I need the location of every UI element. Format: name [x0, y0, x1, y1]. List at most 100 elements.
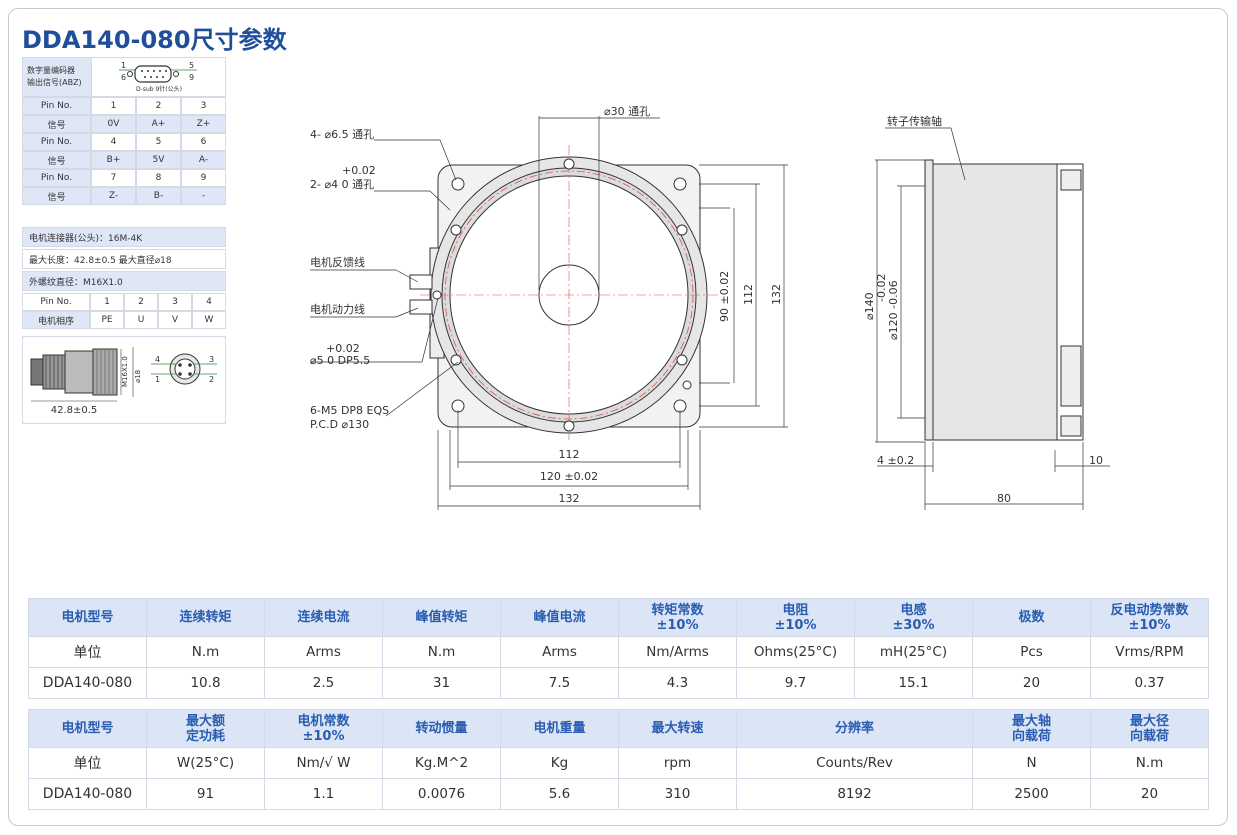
- connector-drawing-icon: M16X1.0 ⌀18 4 3 1 2 42.8±0.5: [30, 347, 217, 416]
- pin-label-6: 6: [121, 73, 126, 82]
- table-cell: Pin No.: [22, 169, 91, 187]
- label-feedback-cable: 电机反馈线: [310, 255, 365, 269]
- table-cell: N.m: [1090, 747, 1209, 779]
- table-cell: Arms: [500, 636, 619, 668]
- header-row: 电机型号 最大额 定功耗 电机常数 ±10% 转动惯量 电机重量 最大转速 分辨…: [28, 709, 1209, 748]
- table-cell: W(25°C): [146, 747, 265, 779]
- table-cell: B-: [136, 187, 181, 205]
- table-cell: 31: [382, 667, 501, 699]
- table-cell: 4: [91, 133, 136, 151]
- table-cell: Vrms/RPM: [1090, 636, 1209, 668]
- table-cell: Pin No.: [22, 97, 91, 115]
- dim-length: 42.8±0.5: [51, 405, 98, 416]
- table-cell: Arms: [264, 636, 383, 668]
- label-power-cable: 电机动力线: [310, 302, 365, 316]
- table-cell: Pin No.: [22, 293, 90, 311]
- dim-112-horizontal: 112: [559, 448, 580, 461]
- label-30-hole: ⌀30 通孔: [604, 105, 650, 118]
- front-view-drawing: ⌀30 通孔 4- ⌀6.5 通孔 +0.02 2- ⌀4 0 通孔 电机反馈线…: [310, 105, 788, 510]
- column-header: 电机型号: [28, 709, 147, 748]
- connector-caption: D-sub 9针(公头): [136, 85, 182, 93]
- encoder-label: 数字量编码器 输出信号(ABZ): [23, 58, 92, 96]
- pin-3-label: 3: [209, 355, 214, 364]
- encoder-label-line2: 输出信号(ABZ): [27, 78, 82, 87]
- dim-10: 10: [1089, 454, 1103, 467]
- table-cell: Z+: [181, 115, 226, 133]
- motor-connector-type: 电机连接器(公头)：16M-4K: [22, 227, 226, 247]
- table-cell: 5.6: [500, 778, 619, 810]
- table-cell: 2.5: [264, 667, 383, 699]
- table-cell: PE: [90, 311, 124, 329]
- table-cell: Kg.M^2: [382, 747, 501, 779]
- table-row: Pin No. 1 2 3 4: [22, 293, 226, 311]
- encoder-label-line1: 数字量编码器: [27, 66, 75, 75]
- pin-label-1: 1: [121, 61, 126, 70]
- table-cell: DDA140-080: [28, 667, 147, 699]
- table-cell: 0.37: [1090, 667, 1209, 699]
- pin-2-label: 2: [209, 375, 214, 384]
- column-header: 连续电流: [264, 598, 383, 637]
- pin-1-label: 1: [155, 375, 160, 384]
- table-cell: Nm/Arms: [618, 636, 737, 668]
- table-row: 信号 B+ 5V A-: [22, 151, 226, 169]
- table-cell: 8192: [736, 778, 973, 810]
- column-header: 连续转矩: [146, 598, 265, 637]
- column-header: 电机重量: [500, 709, 619, 748]
- table-cell: 15.1: [854, 667, 973, 699]
- table-cell: mH(25°C): [854, 636, 973, 668]
- column-header: 峰值转矩: [382, 598, 501, 637]
- table-cell: N.m: [146, 636, 265, 668]
- table-cell: DDA140-080: [28, 778, 147, 810]
- units-row: 单位 W(25°C) Nm/√ W Kg.M^2 Kg rpm Counts/R…: [28, 747, 1209, 779]
- column-header: 电感 ±30%: [854, 598, 973, 637]
- table-cell: 1.1: [264, 778, 383, 810]
- values-row: DDA140-080 91 1.1 0.0076 5.6 310 8192 25…: [28, 778, 1209, 810]
- column-header: 电机型号: [28, 598, 147, 637]
- table-cell: 单位: [28, 747, 147, 779]
- table-cell: A-: [181, 151, 226, 169]
- table-cell: 0.0076: [382, 778, 501, 810]
- table-cell: N.m: [382, 636, 501, 668]
- table-cell: 信号: [22, 151, 91, 169]
- table-cell: 5V: [136, 151, 181, 169]
- table-cell: A+: [136, 115, 181, 133]
- values-row: DDA140-080 10.8 2.5 31 7.5 4.3 9.7 15.1 …: [28, 667, 1209, 699]
- label-dp-tol: +0.02: [326, 342, 360, 355]
- table-cell: 6: [181, 133, 226, 151]
- table-row: Pin No. 1 2 3: [22, 97, 226, 115]
- column-header: 极数: [972, 598, 1091, 637]
- dim-132-vertical: 132: [770, 284, 783, 305]
- label-4-holes: 4- ⌀6.5 通孔: [310, 128, 374, 141]
- table-row: 信号 0V A+ Z+: [22, 115, 226, 133]
- table-cell: 4: [192, 293, 226, 311]
- units-row: 单位 N.m Arms N.m Arms Nm/Arms Ohms(25°C) …: [28, 636, 1209, 668]
- dim-d18: ⌀18: [134, 370, 142, 383]
- motor-body: [932, 163, 1058, 441]
- table-cell: 单位: [28, 636, 147, 668]
- label-pinhole-tol: +0.02: [342, 164, 376, 177]
- column-header: 反电动势常数 ±10%: [1090, 598, 1209, 637]
- table-cell: Counts/Rev: [736, 747, 973, 779]
- dim-120-horizontal: 120 ±0.02: [540, 470, 598, 483]
- column-header: 最大径 向载荷: [1090, 709, 1209, 748]
- table-cell: N: [972, 747, 1091, 779]
- dim-120: ⌀120 -0.06: [887, 280, 900, 340]
- dim-m16: M16X1.0: [121, 356, 129, 387]
- connector-drawing: M16X1.0 ⌀18 4 3 1 2 42.8±0.5: [22, 336, 226, 424]
- dim-140: ⌀140: [863, 292, 876, 320]
- motor-connector-thread: 外螺纹直径：M16X1.0: [22, 271, 226, 291]
- table-cell: 信号: [22, 115, 91, 133]
- table-cell: Ohms(25°C): [736, 636, 855, 668]
- label-pcd: P.C.D ⌀130: [310, 418, 369, 431]
- column-header: 最大转速: [618, 709, 737, 748]
- column-header: 电阻 ±10%: [736, 598, 855, 637]
- column-header: 峰值电流: [500, 598, 619, 637]
- dim-120-tol: -0.02: [875, 274, 888, 302]
- page-title: DDA140-080尺寸参数: [22, 26, 287, 54]
- column-header: 最大额 定功耗: [146, 709, 265, 748]
- column-header: 分辨率: [736, 709, 973, 748]
- table-cell: 3: [181, 97, 226, 115]
- table-cell: 信号: [22, 187, 91, 205]
- table-cell: Kg: [500, 747, 619, 779]
- dim-80: 80: [997, 492, 1011, 505]
